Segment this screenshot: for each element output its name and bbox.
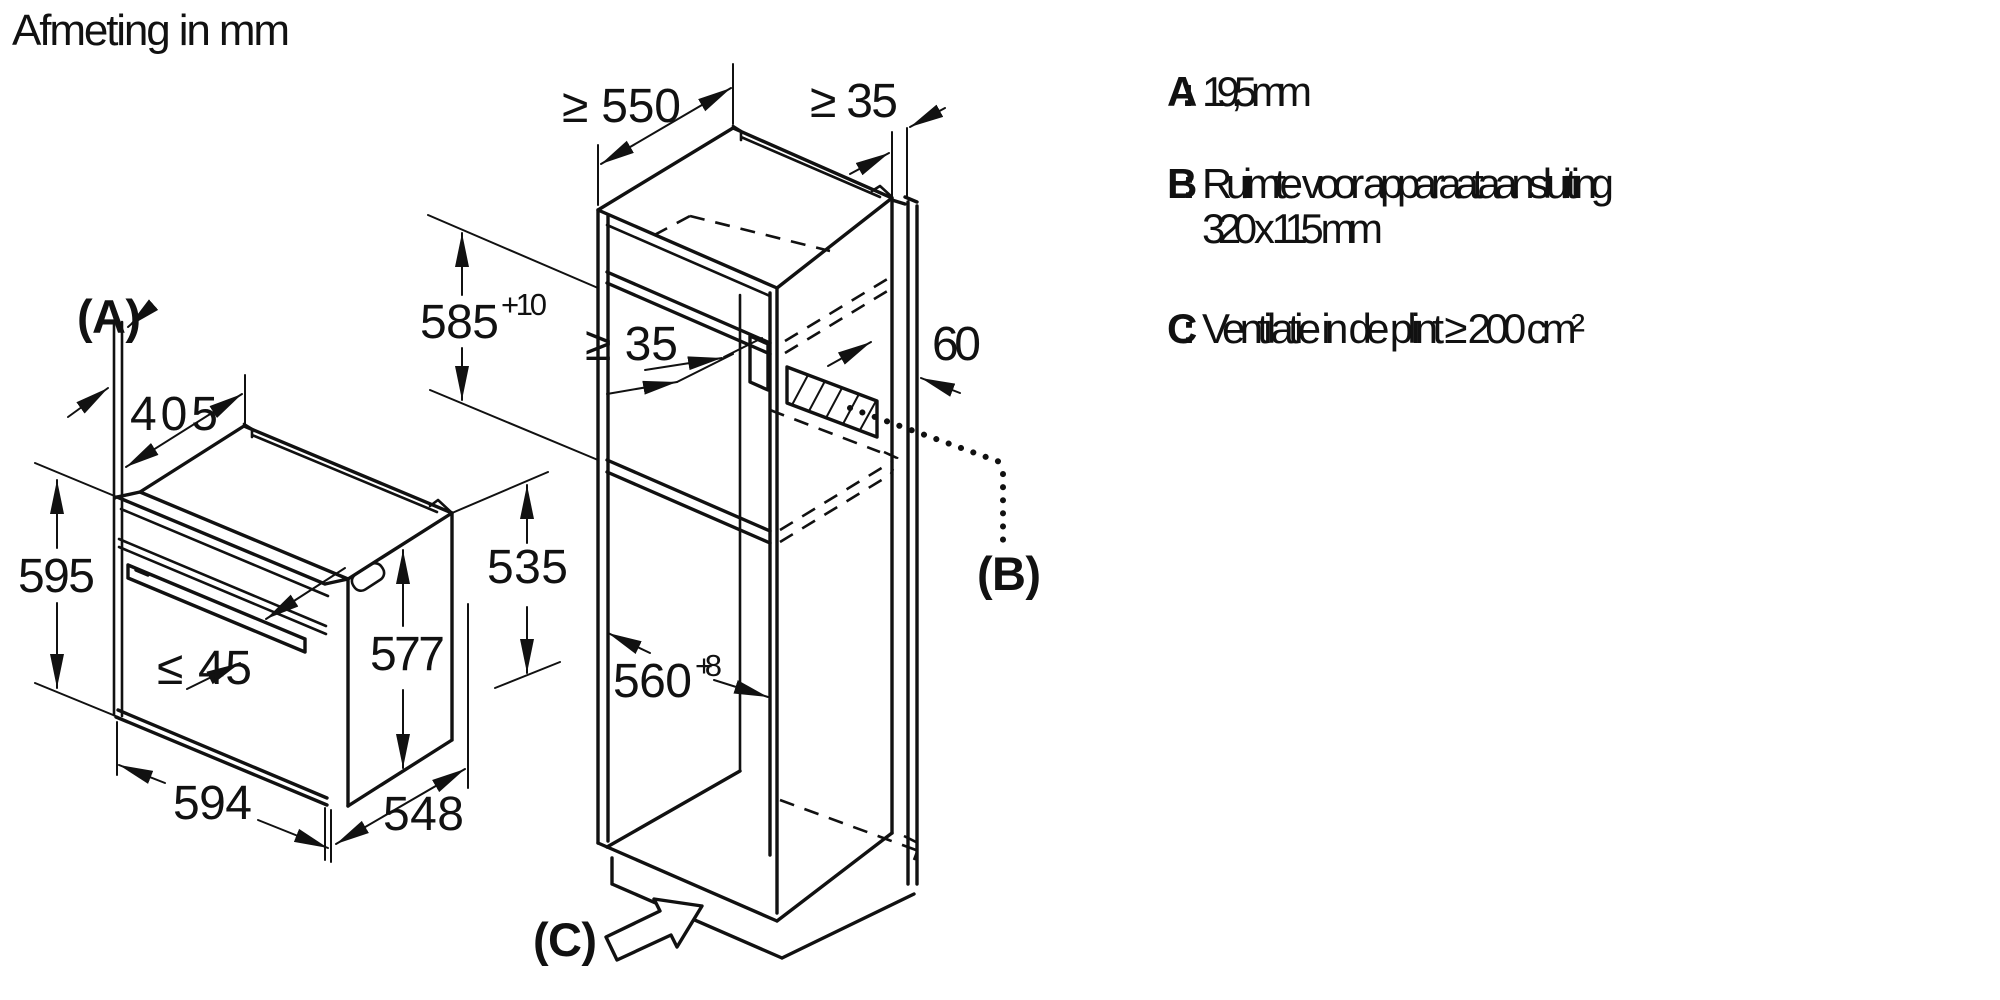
dim-frame-protrusion	[67, 299, 159, 418]
cabinet-drawing	[427, 63, 1006, 962]
oven-dim-535: 535	[487, 541, 567, 594]
dim-depth	[335, 603, 469, 845]
oven-grip-cutout	[350, 561, 386, 593]
legend-c-key: C:	[1167, 305, 1197, 352]
legend-a-key: A:	[1167, 68, 1197, 115]
cabinet-dim-60: 60	[932, 318, 980, 371]
oven-dim-548: 548	[383, 788, 463, 841]
dim-handle	[186, 567, 346, 690]
cabinet-dim-585-tolerance: +10	[501, 287, 547, 322]
hidden-shelf-upper	[784, 276, 890, 355]
cabinet-floor-edge	[605, 769, 742, 849]
cabinet-plinth	[610, 856, 916, 960]
page-title: Afmeting in mm	[12, 6, 290, 55]
dim-niche-height	[427, 214, 599, 461]
oven-panel-top-line	[119, 507, 330, 598]
oven-dim-handle: ≤ 45	[157, 642, 251, 695]
cabinet-bottom-edges	[596, 831, 894, 923]
hidden-shelf-lower	[779, 450, 899, 544]
oven-frame-top	[115, 490, 350, 586]
legend-b-key: B:	[1167, 160, 1197, 207]
dim-niche-width	[607, 632, 769, 698]
oven-door-handle	[126, 563, 307, 654]
cabinet-dim-35-spacer: ≥ 35	[585, 318, 677, 371]
hidden-connection-edge	[769, 408, 881, 454]
ventilation-arrow	[604, 897, 704, 962]
oven-frame-left-edge	[112, 320, 124, 718]
cabinet-dim-585: 585	[420, 296, 498, 349]
dim-connection-recess	[827, 341, 961, 397]
spacer-block	[748, 334, 770, 392]
oven-frame-bottom	[114, 708, 329, 807]
cabinet-dim-560-tolerance: +8	[695, 648, 722, 683]
oven-label-a: (A)	[77, 290, 141, 343]
legend-b-value-line2: 320 x 115 mm	[1202, 205, 1383, 252]
cabinet-shelf-upper	[605, 270, 772, 356]
cabinet-label-b: (B)	[977, 547, 1041, 600]
cabinet-top-face	[596, 126, 894, 290]
cabinet-shelf-lower	[605, 458, 772, 545]
cabinet-right-front-edge	[768, 286, 779, 915]
b-leader-dots	[847, 405, 1006, 543]
hidden-top-edges	[644, 214, 831, 253]
dim-side-height	[451, 471, 561, 689]
cabinet-dim-560: 560	[613, 655, 691, 708]
oven-dim-594: 594	[173, 777, 251, 830]
oven-drawing	[34, 299, 561, 863]
dim-min-depth	[597, 63, 734, 206]
legend-a-value: 19,5 mm	[1202, 68, 1312, 115]
cabinet-label-c: (C)	[533, 913, 597, 966]
cabinet-dim-550: ≥ 550	[562, 80, 680, 133]
oven-dim-595: 595	[18, 550, 94, 603]
legend-c-value: Ventilatie in de plint ≥ 200 cm²	[1202, 305, 1585, 352]
dim-spacer	[606, 356, 723, 395]
dim-width	[116, 721, 332, 863]
dim-top-rear-gap	[849, 104, 946, 198]
legend-b-value-line1: Ruimte voor apparaataansluiting	[1202, 160, 1614, 207]
oven-dim-405: 405	[130, 388, 217, 441]
cabinet-top-rear-strip	[731, 124, 894, 199]
oven-top-rear-strip	[242, 422, 454, 515]
connection-area-hatch	[785, 365, 879, 439]
dim-height	[34, 462, 119, 718]
cabinet-left-stile	[596, 208, 610, 845]
cabinet-inner-top-line	[605, 223, 772, 298]
rear-wall-band	[890, 195, 919, 886]
oven-top-face	[138, 424, 454, 581]
hidden-floor-edge	[779, 798, 922, 861]
legend: A: 19,5 mm B: Ruimte voor apparaataanslu…	[1167, 68, 1614, 352]
oven-dim-577: 577	[370, 628, 444, 681]
cabinet-dim-35-top: ≥ 35	[810, 75, 897, 128]
dim-top-depth	[125, 374, 246, 468]
